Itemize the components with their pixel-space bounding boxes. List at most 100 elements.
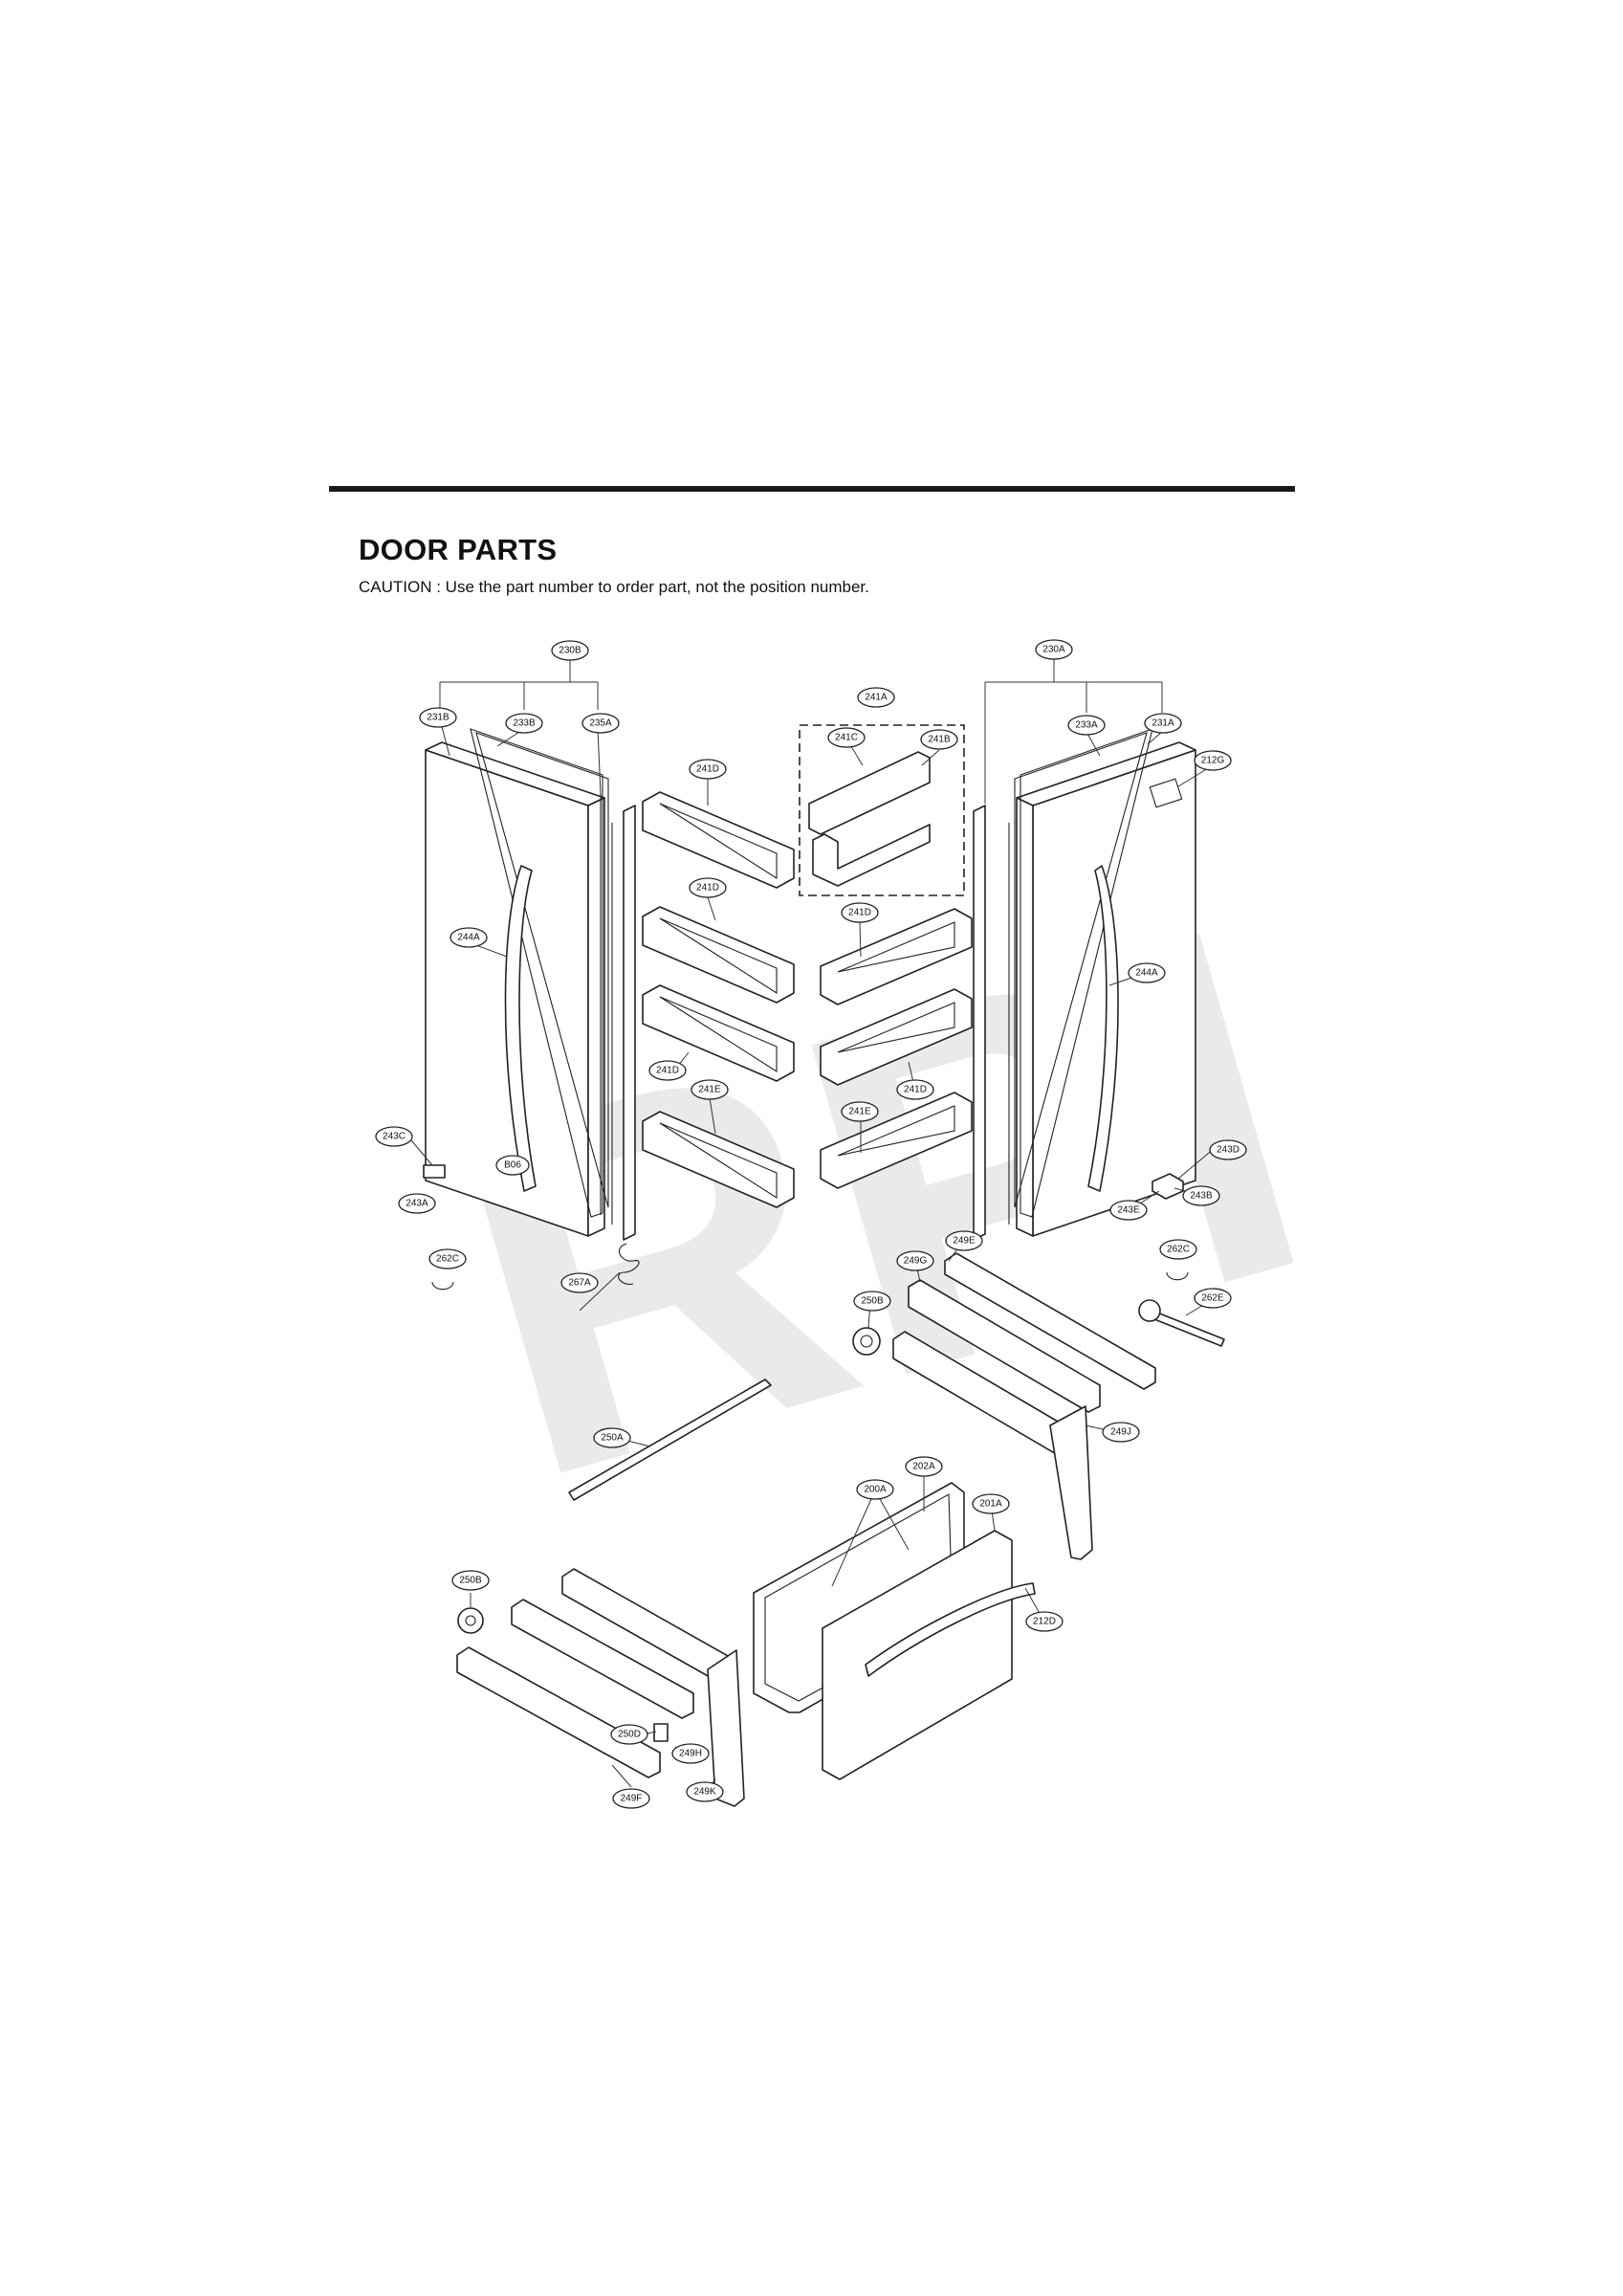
svg-text:250A: 250A (601, 1433, 624, 1444)
left-door-liner (470, 728, 603, 1218)
rail-bracket-249k (707, 1649, 745, 1807)
svg-text:241A: 241A (865, 693, 888, 703)
svg-text:262C: 262C (436, 1254, 459, 1265)
svg-text:243D: 243D (1217, 1145, 1239, 1156)
basket-right-1 (820, 908, 973, 1005)
callout-249F: 249F (612, 1788, 650, 1809)
svg-text:241D: 241D (904, 1085, 927, 1095)
callout-241C: 241C (827, 727, 866, 748)
svg-text:243A: 243A (406, 1199, 428, 1209)
callout-241B: 241B (920, 729, 958, 750)
svg-text:250B: 250B (459, 1576, 482, 1586)
svg-text:250D: 250D (618, 1730, 641, 1740)
svg-text:241D: 241D (696, 883, 719, 894)
callout-241D-3: 241D (841, 902, 879, 923)
right-door-assembly (973, 728, 1225, 1347)
door-spring (618, 1243, 640, 1285)
callout-235A: 235A (581, 713, 620, 734)
svg-text:244A: 244A (457, 933, 480, 943)
right-door-liner (1020, 728, 1153, 1218)
rail-249e (944, 1252, 1156, 1390)
callout-241D-5: 241D (896, 1079, 934, 1100)
callout-262C-right: 262C (1159, 1239, 1197, 1260)
svg-text:233B: 233B (513, 718, 536, 729)
svg-text:202A: 202A (912, 1462, 935, 1472)
callout-249H: 249H (671, 1743, 710, 1764)
left-door-gasket (475, 732, 609, 1208)
drawer-gear-left (457, 1607, 484, 1634)
callout-249J: 249J (1102, 1422, 1140, 1443)
basket-right-3 (820, 1092, 973, 1189)
callout-250D: 250D (610, 1724, 648, 1745)
callout-241E-2: 241E (841, 1101, 879, 1122)
door-clip-left (431, 1281, 454, 1291)
callout-B06: B06 (495, 1155, 530, 1176)
callout-200A: 200A (856, 1479, 894, 1500)
callout-249K: 249K (686, 1781, 724, 1802)
page-title: DOOR PARTS (359, 533, 558, 566)
door-clip-right (1166, 1271, 1189, 1281)
callout-262E: 262E (1194, 1288, 1232, 1309)
callout-212D: 212D (1025, 1611, 1064, 1632)
left-separate-strip (623, 805, 636, 1241)
svg-text:241D: 241D (848, 908, 871, 918)
drawer-rail-250a (568, 1379, 772, 1501)
svg-text:241C: 241C (835, 733, 858, 743)
callout-244A-left: 244A (450, 927, 488, 948)
left-door-assembly (423, 728, 640, 1291)
left-door-hinge (423, 1164, 446, 1179)
rail-249f (456, 1646, 661, 1778)
svg-text:267A: 267A (568, 1278, 591, 1289)
callout-267A: 267A (560, 1272, 599, 1293)
svg-text:249H: 249H (679, 1749, 702, 1759)
callout-243E: 243E (1109, 1200, 1148, 1221)
svg-text:230A: 230A (1042, 645, 1065, 655)
svg-text:233A: 233A (1075, 720, 1098, 731)
svg-text:241B: 241B (928, 735, 951, 745)
rail-bracket-249j (1049, 1405, 1093, 1560)
callout-244A-right: 244A (1128, 962, 1166, 983)
callout-241E: 241E (691, 1079, 729, 1100)
right-separate-strip (973, 805, 986, 1241)
right-door-gasket (1014, 732, 1148, 1208)
svg-text:243E: 243E (1117, 1205, 1140, 1216)
callout-233B: 233B (505, 713, 543, 734)
callout-202A: 202A (905, 1456, 943, 1477)
svg-text:231A: 231A (1151, 718, 1174, 729)
basket-241a-box (799, 724, 965, 896)
callout-243C: 243C (375, 1126, 413, 1147)
door-wrench-head (1138, 1299, 1161, 1322)
svg-text:249G: 249G (904, 1256, 928, 1267)
svg-text:243C: 243C (383, 1132, 406, 1142)
basket-left-2 (642, 906, 795, 1004)
callout-233A: 233A (1067, 715, 1106, 736)
basket-right-2 (820, 988, 973, 1086)
door-baskets (642, 724, 973, 1208)
svg-text:212D: 212D (1033, 1617, 1056, 1627)
callout-labels: 230B 231B 233B 235A 241A 241C 241B 241D … (375, 639, 1247, 1809)
basket-left-4 (642, 1111, 795, 1208)
basket-241c (808, 751, 931, 835)
callout-212G: 212G (1194, 750, 1232, 771)
svg-text:235A: 235A (589, 718, 612, 729)
rail-249k-top (511, 1599, 694, 1719)
svg-text:250B: 250B (861, 1296, 884, 1307)
basket-left-1 (642, 791, 795, 889)
callout-230A: 230A (1035, 639, 1073, 660)
callout-230B: 230B (551, 640, 589, 661)
svg-text:262E: 262E (1201, 1293, 1224, 1304)
callout-249G: 249G (896, 1250, 934, 1271)
svg-text:200A: 200A (864, 1485, 887, 1495)
callout-241D-2: 241D (689, 877, 727, 898)
callout-243B: 243B (1182, 1185, 1220, 1206)
svg-text:241D: 241D (696, 764, 719, 775)
svg-text:241E: 241E (698, 1085, 721, 1095)
basket-241b (812, 824, 931, 887)
svg-text:262C: 262C (1167, 1245, 1190, 1255)
right-door-label (1149, 778, 1183, 808)
callout-250B-right: 250B (853, 1291, 891, 1312)
callout-250B-left: 250B (451, 1570, 490, 1591)
callout-243D: 243D (1209, 1139, 1247, 1160)
freezer-drawer-assembly (456, 1252, 1156, 1807)
callout-250A: 250A (593, 1427, 631, 1448)
